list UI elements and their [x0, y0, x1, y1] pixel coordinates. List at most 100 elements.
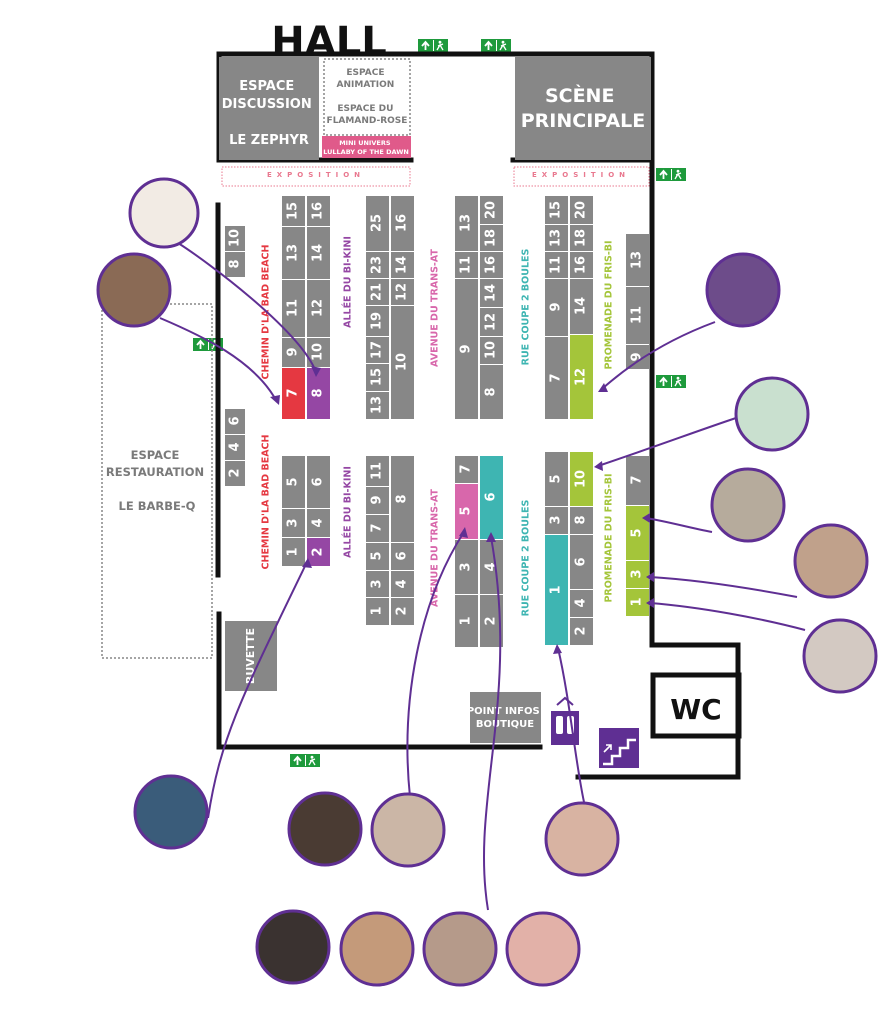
stand[interactable] [366, 337, 389, 363]
stand[interactable] [366, 571, 389, 597]
stand[interactable] [570, 618, 593, 645]
stand[interactable] [480, 196, 503, 224]
stand[interactable] [225, 435, 245, 460]
avatar[interactable] [793, 523, 869, 599]
stand[interactable] [307, 280, 330, 337]
avatar[interactable] [128, 177, 200, 249]
stand[interactable] [366, 306, 389, 336]
exit-sign-icon [289, 753, 321, 768]
stand[interactable] [545, 196, 568, 224]
stand[interactable] [282, 538, 305, 566]
avatar[interactable] [422, 911, 498, 987]
stand[interactable] [391, 279, 414, 305]
stand[interactable] [545, 507, 568, 534]
stand[interactable] [391, 196, 414, 251]
stand[interactable] [366, 456, 389, 486]
stand[interactable] [455, 196, 478, 251]
stand[interactable] [570, 535, 593, 589]
stand[interactable] [626, 234, 649, 286]
stand-highlighted[interactable] [307, 538, 330, 566]
stand[interactable] [545, 279, 568, 336]
avatar[interactable] [802, 618, 878, 694]
stand-highlighted[interactable] [570, 452, 593, 506]
stand[interactable] [282, 280, 305, 337]
stand[interactable] [545, 452, 568, 506]
stand[interactable] [545, 337, 568, 419]
stand[interactable] [545, 252, 568, 278]
stand[interactable] [282, 509, 305, 537]
stand[interactable] [570, 225, 593, 251]
stand[interactable] [307, 456, 330, 508]
stand[interactable] [570, 252, 593, 278]
avatar[interactable] [734, 376, 810, 452]
stand[interactable] [455, 252, 478, 278]
stand[interactable] [391, 543, 414, 570]
stand-highlighted[interactable] [307, 368, 330, 419]
stand[interactable] [366, 392, 389, 419]
stand[interactable] [480, 225, 503, 251]
stand[interactable] [480, 595, 503, 647]
stand[interactable] [626, 456, 649, 505]
stand[interactable] [455, 456, 478, 483]
avatar[interactable] [287, 791, 363, 867]
stand[interactable] [626, 287, 649, 344]
avatar[interactable] [505, 911, 581, 987]
avatar[interactable] [133, 774, 209, 850]
stand[interactable] [391, 306, 414, 419]
avatar[interactable] [96, 252, 172, 328]
stand-highlighted[interactable] [480, 456, 503, 539]
stand[interactable] [225, 226, 245, 251]
stand[interactable] [626, 345, 649, 369]
stand[interactable] [282, 227, 305, 279]
stand[interactable] [570, 590, 593, 617]
stand-highlighted[interactable] [626, 589, 649, 616]
stand[interactable] [391, 571, 414, 597]
stand[interactable] [455, 540, 478, 594]
stand-highlighted[interactable] [626, 506, 649, 560]
stand[interactable] [391, 598, 414, 625]
stand[interactable] [282, 196, 305, 226]
stand-highlighted[interactable] [282, 368, 305, 419]
stand-highlighted[interactable] [626, 561, 649, 588]
stand-highlighted[interactable] [455, 484, 478, 539]
stand[interactable] [307, 227, 330, 279]
stand[interactable] [225, 461, 245, 486]
stand[interactable] [282, 456, 305, 508]
stand[interactable] [366, 543, 389, 570]
stand[interactable] [455, 595, 478, 647]
stand[interactable] [366, 487, 389, 514]
stand[interactable] [570, 279, 593, 334]
stand[interactable] [480, 279, 503, 307]
stand[interactable] [545, 225, 568, 251]
stand-highlighted[interactable] [545, 535, 568, 645]
stand[interactable] [366, 252, 389, 278]
stand[interactable] [570, 196, 593, 224]
stand[interactable] [225, 409, 245, 434]
stand[interactable] [307, 509, 330, 537]
stand[interactable] [366, 279, 389, 305]
stand[interactable] [307, 196, 330, 226]
stand[interactable] [391, 252, 414, 278]
avatar[interactable] [705, 252, 781, 328]
aisle-bi-kini: ALLÉE DU BI-KINI [342, 466, 354, 558]
stand[interactable] [366, 196, 389, 251]
avatar[interactable] [255, 909, 331, 985]
stand[interactable] [570, 507, 593, 534]
stand[interactable] [307, 338, 330, 367]
avatar[interactable] [370, 792, 446, 868]
stand[interactable] [391, 456, 414, 542]
stand[interactable] [225, 252, 245, 277]
stand-highlighted[interactable] [570, 335, 593, 419]
avatar[interactable] [710, 467, 786, 543]
buvette-label: BUVETTE [244, 628, 257, 684]
stand[interactable] [366, 598, 389, 625]
stand[interactable] [455, 279, 478, 419]
stand[interactable] [366, 364, 389, 391]
avatar[interactable] [544, 801, 620, 877]
avatar[interactable] [339, 911, 415, 987]
stand[interactable] [480, 337, 503, 364]
stand[interactable] [480, 252, 503, 278]
stand[interactable] [480, 308, 503, 336]
stand[interactable] [366, 515, 389, 542]
stand[interactable] [480, 365, 503, 419]
